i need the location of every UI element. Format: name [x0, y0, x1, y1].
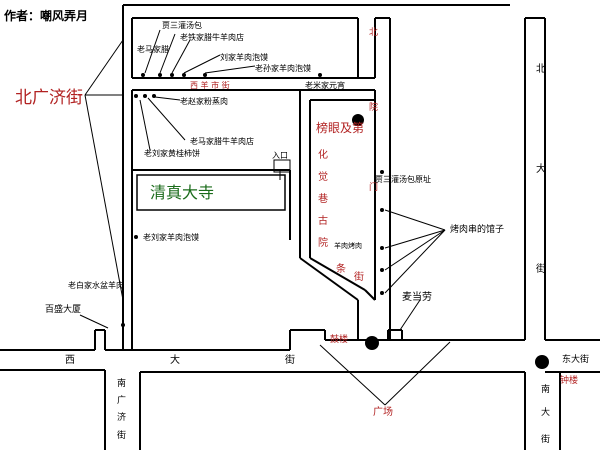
guyuan-char-gu: 古	[318, 214, 328, 227]
nandajie-char-1: 南	[541, 383, 550, 395]
beiyuanmen-char-2: 院	[369, 101, 378, 113]
xidajie-char-2: 大	[170, 353, 180, 366]
laomi-label: 老米家元宵	[305, 80, 345, 90]
dot-laosun	[203, 73, 207, 77]
shop-pointer-7	[147, 97, 186, 141]
xidajie-char-3: 街	[285, 353, 295, 366]
huajue-char-xiang: 巷	[318, 193, 328, 205]
bell-tower-label: 钟楼	[560, 374, 578, 386]
drum-tower-label: 鼓楼	[330, 333, 348, 345]
laoma-lamian-label: 老马家腊牛羊肉店	[190, 136, 254, 146]
dot-laotie	[170, 73, 174, 77]
shop-dots	[121, 73, 384, 327]
nanguangji-char-4: 街	[117, 429, 126, 441]
dot-kaorou-1	[380, 208, 384, 212]
ju-label: 街	[354, 270, 364, 283]
nanguangji-char-1: 南	[117, 377, 126, 389]
guyuan-char-yuan: 院	[318, 236, 328, 249]
nanguangji-char-3: 济	[117, 411, 126, 423]
xiyangshi-label: 西 羊 市 街	[190, 80, 230, 90]
laozhao-label: 老赵家粉蒸肉	[180, 96, 228, 106]
mcd-arrow	[399, 299, 421, 331]
dot-kaorou-3	[380, 268, 384, 272]
huajue-diagonal-outer	[299, 257, 359, 301]
beiyuanmen-char-3: 门	[369, 181, 378, 193]
laotie-label: 老铁家腊牛羊肉店	[180, 32, 244, 42]
mosque-entrance-box	[273, 159, 291, 173]
huajue-char-hua: 化	[318, 148, 328, 161]
baisheng-label: 百盛大厦	[45, 303, 81, 315]
labels: 作者：嘲风弄月 北广济街 贾三灌汤包 老马家腊 老铁家腊牛羊肉店 刘家羊肉泡馍 …	[4, 8, 589, 445]
kaorou-arrow-4	[384, 229, 446, 294]
baisheng-arrow	[79, 314, 109, 329]
kaorou-arrow-2	[384, 229, 446, 249]
dot-laoma	[141, 73, 145, 77]
shop-pointer-1	[144, 29, 161, 74]
laobai-label: 老白家水盆羊肉	[68, 280, 124, 290]
jiasan-origin-label: 贾三灌汤包原址	[375, 174, 431, 184]
dot-liujia	[182, 73, 186, 77]
kaorou-label: 烤肉串的馆子	[450, 223, 504, 235]
huajue-inner-diagonal	[309, 257, 366, 291]
laoliu-paomo-label: 老刘家羊肉泡馍	[143, 232, 199, 242]
dongdajie-label: 东大街	[562, 353, 589, 365]
bangyan-label: 榜眼及第	[316, 120, 364, 135]
bell-tower-marker	[535, 355, 549, 369]
beiguangji-arrow-3	[84, 94, 124, 301]
laoma-niurou-label: 老马家腊	[137, 44, 169, 54]
beidajie-char-3: 街	[536, 262, 546, 275]
dot-kaorou-4	[380, 291, 384, 295]
road-lines	[0, 4, 600, 450]
nanguangji-char-2: 广	[117, 394, 126, 406]
shop-pointer-6	[154, 96, 181, 101]
tiao-label: 条	[336, 262, 346, 275]
huajue-char-jue: 觉	[318, 171, 328, 183]
pointer-lines	[79, 29, 451, 406]
nandajie-char-2: 大	[541, 406, 550, 418]
dot-laoliu-hongshi	[134, 94, 138, 98]
kaorou-arrow-3	[384, 229, 446, 271]
kaorou-arrow-1	[384, 209, 446, 231]
huajue-join	[364, 289, 376, 301]
shop-pointer-5	[204, 65, 256, 74]
beiguangji-label: 北广济街	[15, 88, 83, 108]
square-arrow-2	[384, 341, 451, 406]
shop-pointer-4	[183, 54, 221, 74]
dot-laozhao	[152, 94, 156, 98]
shop-pointer-2	[159, 33, 176, 74]
dot-jiasan-origin	[380, 170, 384, 174]
dot-laomi	[318, 73, 322, 77]
square-label: 广场	[373, 405, 393, 418]
shop-pointer-3	[171, 39, 191, 74]
beiyuanmen-char-1: 北	[369, 27, 378, 38]
nandajie-char-3: 街	[541, 433, 550, 445]
laoliu-hongshi-label: 老刘家黄桂柿饼	[144, 148, 200, 158]
dot-laoliu-paomo	[134, 235, 138, 239]
mcdonalds-label: 麦当劳	[402, 290, 432, 303]
dot-laobai	[121, 323, 125, 327]
mosque-building	[136, 174, 286, 211]
beidajie-char-1: 北	[536, 63, 546, 75]
laosun-label: 老孙家羊肉泡馍	[255, 63, 311, 73]
author-label: 作者：嘲风弄月	[4, 8, 88, 23]
drum-tower-marker	[365, 336, 379, 350]
entrance-label: 入口	[272, 151, 288, 160]
xidajie-char-1: 西	[65, 355, 75, 366]
beidajie-char-2: 大	[536, 162, 546, 175]
yangrou-kaorou-label: 羊肉烤肉	[334, 241, 362, 250]
beiguangji-arrow-1	[84, 39, 124, 96]
dot-laoma-lamian	[143, 94, 147, 98]
liujia-paomo-label: 刘家羊肉泡馍	[220, 52, 268, 62]
jiasan-label: 贾三灌汤包	[162, 20, 202, 30]
shop-pointer-8	[139, 99, 151, 151]
dot-jiasan	[158, 73, 162, 77]
mosque-label: 清真大寺	[150, 183, 214, 202]
square-arrow-1	[319, 344, 386, 406]
dot-kaorou-2	[380, 246, 384, 250]
bangyan-marker	[352, 114, 364, 126]
